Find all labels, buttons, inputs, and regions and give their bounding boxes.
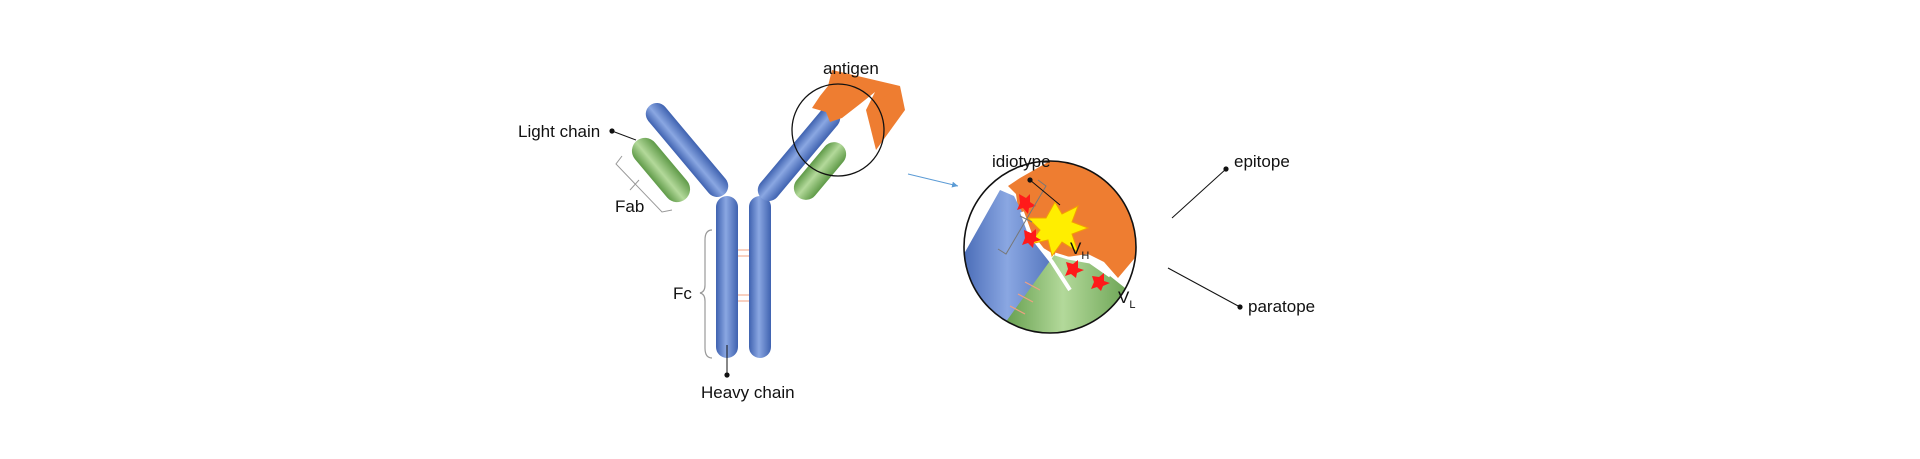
heavy-chain-fc-left bbox=[716, 196, 738, 358]
light-chain-label: Light chain bbox=[518, 122, 600, 141]
zoom-source-circle bbox=[791, 83, 885, 177]
vl-domain bbox=[1000, 254, 1136, 333]
heavy-chain-fc-right bbox=[749, 196, 771, 358]
antibody: Light chain Fab Fc Heavy chain antigen bbox=[518, 59, 905, 402]
heavy-chain-label: Heavy chain bbox=[701, 383, 795, 402]
antigen-shape-tail bbox=[866, 86, 905, 150]
zoom-view: idiotype epitope paratope VH VL bbox=[963, 152, 1315, 334]
fc-bracket bbox=[699, 229, 713, 359]
vl-label: VL bbox=[1118, 288, 1135, 311]
disulfide-bonds bbox=[738, 249, 749, 302]
light-chain-left bbox=[631, 137, 691, 203]
paratope-marks bbox=[1017, 194, 1110, 291]
fab-label: Fab bbox=[615, 197, 644, 216]
fab-bracket bbox=[615, 155, 673, 213]
epitope-label: epitope bbox=[1234, 152, 1290, 171]
fc-label: Fc bbox=[673, 284, 692, 303]
idiotype-bracket bbox=[997, 179, 1047, 255]
vh-label: VH bbox=[1070, 239, 1089, 262]
light-chain-right bbox=[793, 142, 847, 200]
antigen-shape bbox=[812, 70, 900, 122]
antigen-label: antigen bbox=[823, 59, 879, 78]
idiotype-label: idiotype bbox=[992, 152, 1051, 171]
heavy-chain-arm-left bbox=[645, 102, 729, 198]
paratope-label: paratope bbox=[1248, 297, 1315, 316]
zoom-arrow bbox=[907, 173, 959, 188]
